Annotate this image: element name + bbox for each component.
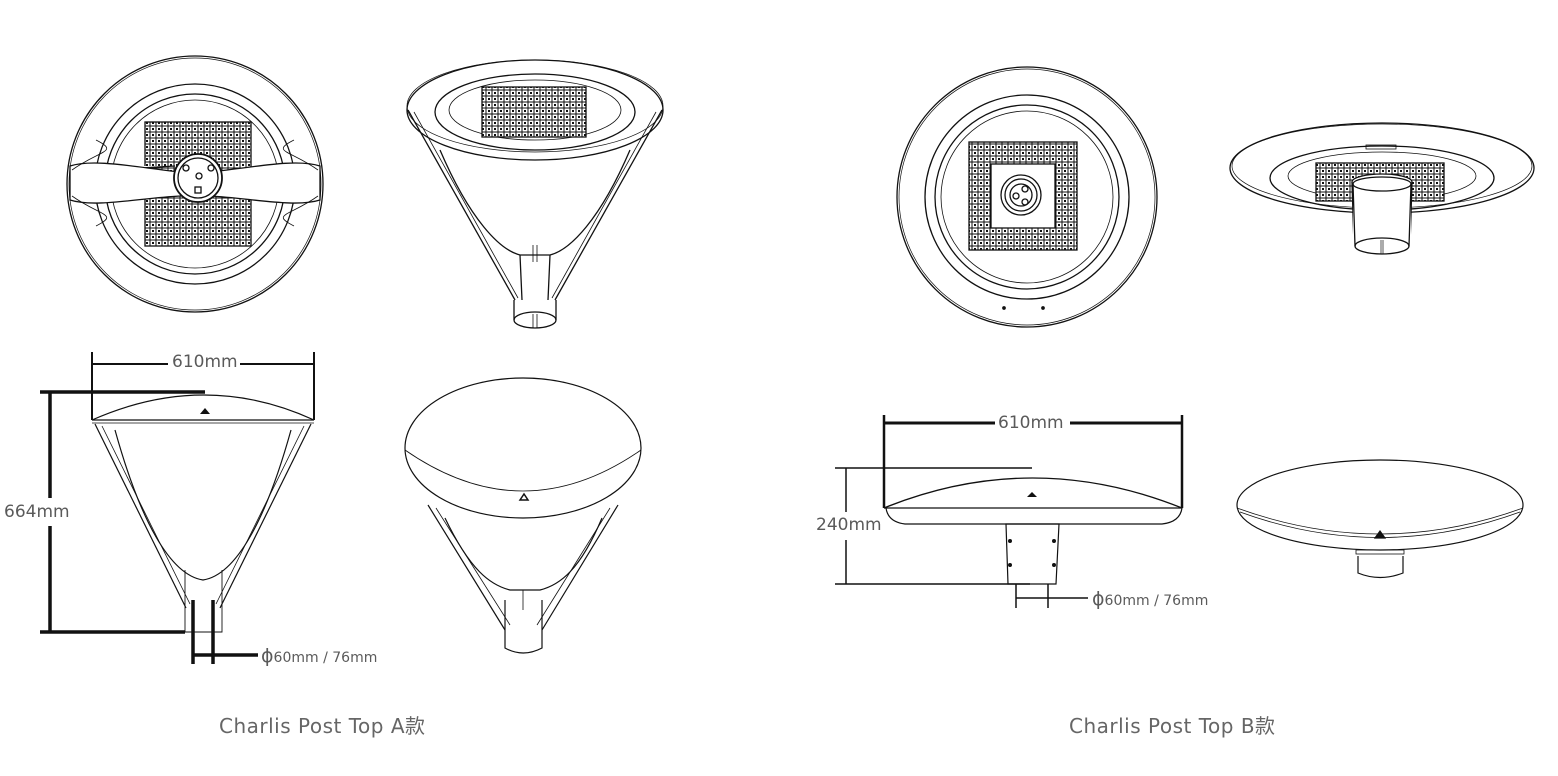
dimension-pole-a: ϕ60mm / 76mm <box>259 645 380 668</box>
dimension-height-b: 240mm <box>814 515 884 535</box>
perspective-below-a <box>406 59 664 329</box>
side-elevation-b <box>835 415 1184 608</box>
diameter-symbol: ϕ <box>261 645 274 667</box>
dimension-width-a: 610mm <box>170 352 240 372</box>
perspective-above-b <box>1236 459 1524 579</box>
perspective-above-a <box>404 377 642 654</box>
caption-b: Charlis Post Top B款 <box>1069 714 1276 738</box>
diameter-symbol: ϕ <box>1092 588 1105 610</box>
bottom-view-b <box>896 66 1158 328</box>
product-panel-a: 610mm 664mm ϕ60mm / 76mm Charlis Post To… <box>2 55 664 738</box>
dimension-height-a: 664mm <box>2 502 72 522</box>
bottom-view-a <box>66 55 324 313</box>
dimension-width-b: 610mm <box>996 413 1066 433</box>
product-panel-b: 610mm 240mm ϕ60mm / 76mm Charlis Post To… <box>780 0 1558 776</box>
technical-drawing-b <box>835 66 1535 608</box>
side-elevation-a <box>40 352 315 664</box>
perspective-below-b <box>1229 122 1535 255</box>
dimension-pole-b: ϕ60mm / 76mm <box>1090 588 1211 611</box>
caption-a: Charlis Post Top A款 <box>219 714 426 738</box>
technical-drawing-a <box>40 55 664 664</box>
